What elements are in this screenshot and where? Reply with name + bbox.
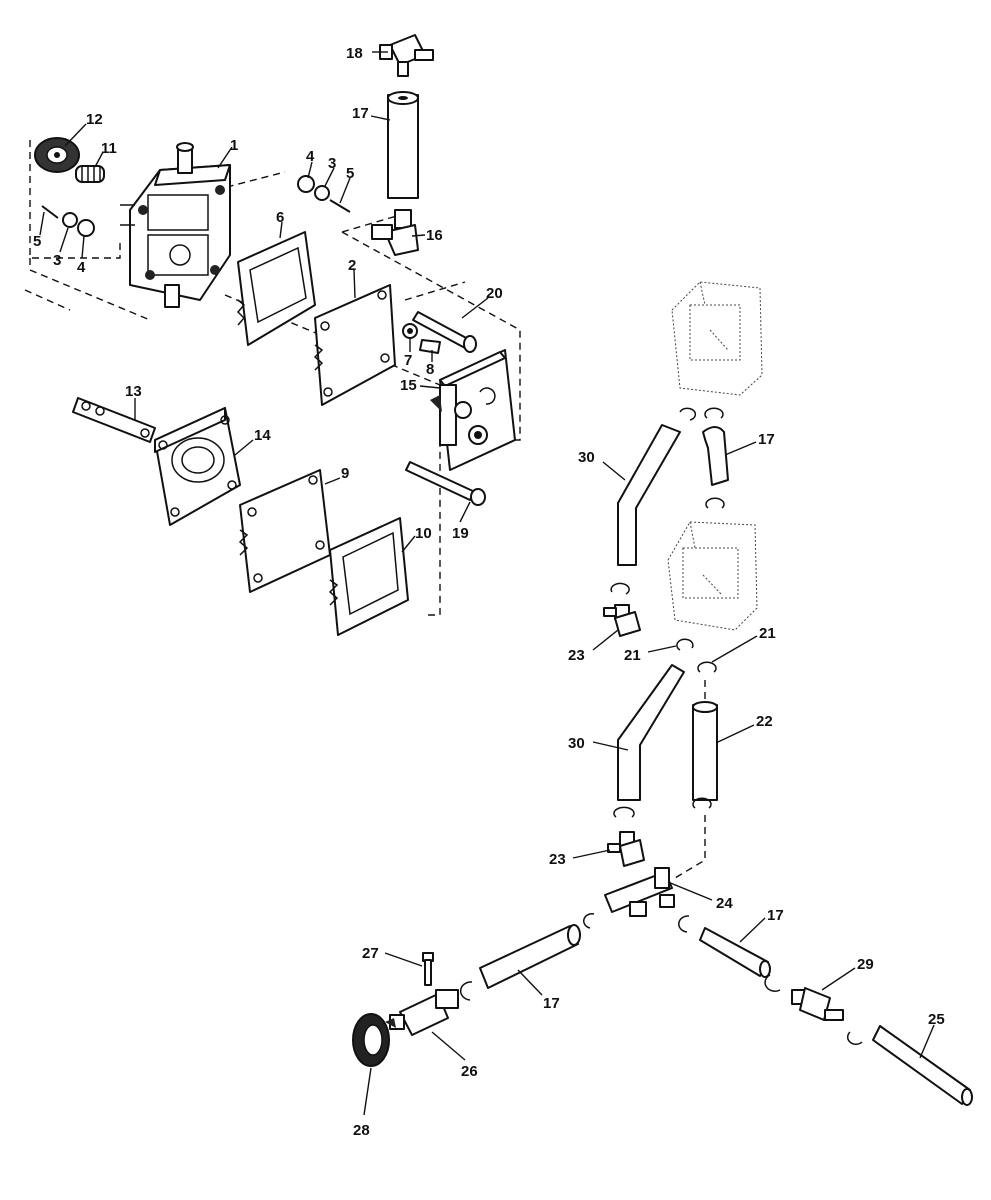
screw-20	[412, 311, 477, 353]
hose-30-upper	[617, 424, 681, 566]
spring-part	[75, 165, 105, 183]
leader-lines	[39, 51, 935, 1116]
hose-17-bottom-left	[479, 924, 581, 989]
callout-17-bottom-left: 17	[543, 995, 560, 1012]
check-valve-set-right	[297, 175, 351, 213]
diaphragm-part	[313, 284, 396, 406]
callout-21-left: 21	[624, 647, 641, 664]
callout-3-left: 3	[53, 252, 61, 269]
hose-17-right-upper	[702, 426, 729, 486]
callout-25: 25	[928, 1011, 945, 1028]
clips-tee	[459, 913, 863, 1045]
screw-27	[422, 952, 434, 986]
elbow-fitting-16	[371, 209, 419, 256]
callout-10: 10	[415, 525, 432, 542]
callout-19: 19	[452, 525, 469, 542]
check-valve-set-left	[41, 205, 95, 237]
clips-lower	[613, 797, 712, 818]
hose-25	[872, 1025, 973, 1106]
callout-16: 16	[426, 227, 443, 244]
callout-21-right: 21	[759, 625, 776, 642]
callout-17-right-upper: 17	[758, 431, 775, 448]
screw-19	[405, 461, 486, 506]
callout-9: 9	[341, 465, 349, 482]
gasket-part	[236, 231, 316, 346]
hose-17-top	[387, 91, 419, 199]
assembly-outlines	[24, 140, 706, 879]
callout-1: 1	[230, 137, 238, 154]
carburetor-lower-reference	[667, 521, 758, 631]
diaphragm-9	[238, 469, 331, 593]
callout-24: 24	[716, 895, 733, 912]
callout-23-upper: 23	[568, 647, 585, 664]
callout-13: 13	[125, 383, 142, 400]
callout-28: 28	[353, 1122, 370, 1139]
bracket-15	[430, 349, 516, 471]
callout-11: 11	[101, 140, 117, 157]
hose-30-lower	[617, 664, 685, 801]
gasket-10	[328, 517, 409, 636]
pump-body-part	[120, 142, 231, 308]
seal-28	[352, 1013, 390, 1067]
callout-4-left: 4	[77, 259, 86, 276]
elbow-fitting-23-upper	[603, 604, 641, 637]
elbow-fitting-18	[379, 34, 434, 77]
callout-14: 14	[254, 427, 271, 444]
callout-17-top: 17	[352, 105, 369, 122]
clips-upper	[610, 407, 725, 673]
callout-30-upper: 30	[578, 449, 595, 466]
callout-12: 12	[86, 111, 103, 128]
callout-20: 20	[486, 285, 503, 302]
callout-23-lower: 23	[549, 851, 566, 868]
callout-29: 29	[857, 956, 874, 973]
callout-22: 22	[756, 713, 773, 730]
callout-6: 6	[276, 209, 284, 226]
hose-17-bottom-right	[699, 927, 771, 978]
callout-30-lower: 30	[568, 735, 585, 752]
callout-7: 7	[404, 352, 412, 369]
callout-4-right: 4	[306, 148, 315, 165]
carburetor-upper-reference	[671, 281, 763, 396]
fuel-connector-26	[385, 989, 459, 1036]
nut-7	[402, 323, 418, 339]
callout-2: 2	[348, 257, 356, 274]
elbow-fitting-23-lower	[607, 831, 645, 867]
callout-8: 8	[426, 361, 434, 378]
callout-5-right: 5	[346, 165, 354, 182]
callout-5-left: 5	[33, 233, 41, 250]
callout-27: 27	[362, 945, 379, 962]
callout-labels: 12 11 1 4 3 5 5 3 4 6 2 18 17 16 20 7 8 …	[33, 45, 945, 1139]
hose-22	[692, 701, 718, 801]
strap-13	[72, 397, 156, 443]
callout-15: 15	[400, 377, 417, 394]
callout-18: 18	[346, 45, 363, 62]
callout-26: 26	[461, 1063, 478, 1080]
stud-8	[419, 339, 441, 354]
fitting-29	[791, 987, 844, 1021]
diaphragm-cover-part	[34, 137, 80, 173]
pump-base-14	[154, 407, 241, 526]
tee-fitting-24	[604, 867, 675, 917]
callout-17-bottom-right: 17	[767, 907, 784, 924]
callout-3-right: 3	[328, 155, 336, 172]
